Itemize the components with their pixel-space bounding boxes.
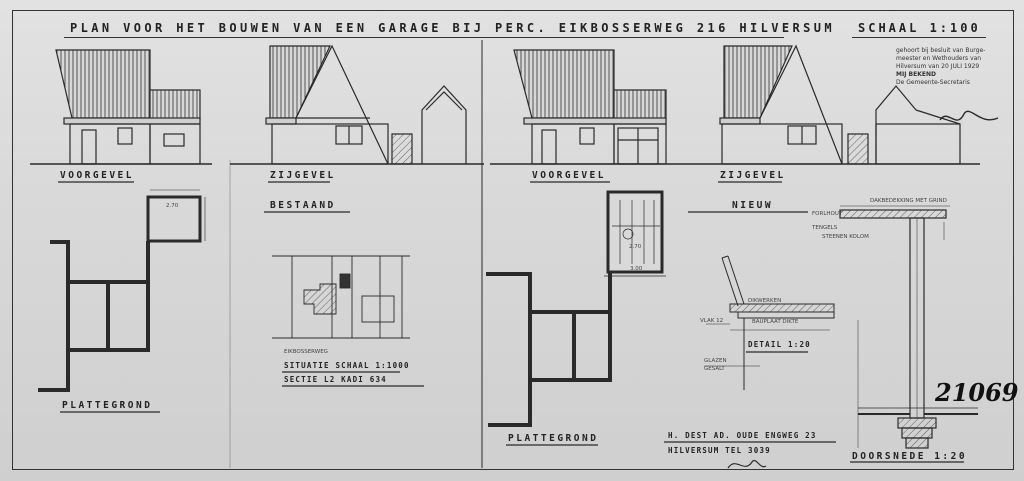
front-elevation-1: [30, 49, 212, 165]
stamp-line: gehoort bij besluit van Burge-: [896, 47, 986, 54]
label-front-elevation-1: VOORGEVEL: [60, 170, 134, 181]
situation-plan: [272, 255, 410, 339]
label-section: DOORSNEDE 1:20: [852, 451, 968, 462]
side-elevation-1: [230, 44, 484, 165]
label-floor-plan-2: PLATTEGROND: [508, 433, 599, 444]
section-note: STEENEN KOLOM: [822, 234, 869, 240]
stamp-line: meester en Wethouders van: [896, 55, 982, 62]
label-existing: BESTAAND: [270, 200, 336, 211]
label-side-elevation-1: ZIJGEVEL: [270, 170, 336, 181]
section-note: DAKBEDEKKING MET GRIND: [870, 198, 947, 204]
detail-note: DIKWERKEN: [748, 298, 782, 304]
scale-underline: [852, 37, 986, 38]
section-note: FORLHOUT: [812, 211, 843, 217]
section-drawing: [839, 205, 978, 449]
detail-note: GLAZEN: [704, 358, 727, 364]
drawing-scale: SCHAAL 1:100: [858, 21, 981, 35]
author-line-2: HILVERSUM TEL 3039: [668, 446, 771, 455]
author-line-1: H. DEST AD. OUDE ENGWEG 23: [668, 431, 817, 440]
side-elevation-2: [700, 44, 980, 165]
drawing-title: PLAN VOOR HET BOUWEN VAN EEN GARAGE BIJ …: [70, 21, 835, 35]
floor-plan-1: [38, 195, 202, 392]
detail-note: GESALT: [704, 366, 725, 372]
detail-note: BAUPLAAT DIKTE: [752, 319, 799, 325]
front-elevation-2: [490, 49, 700, 165]
stamp-line: MIJ BEKEND: [896, 71, 936, 78]
detail-drawing: [704, 255, 835, 390]
label-street: EIKBOSSERWEG: [284, 349, 328, 355]
title-underline: [64, 37, 784, 39]
floor-plan-2: [486, 190, 664, 427]
label-side-elevation-2: ZIJGEVEL: [720, 170, 786, 181]
label-cadastre: SECTIE L2 KADI 634: [284, 375, 387, 384]
label-front-elevation-2: VOORGEVEL: [532, 170, 606, 181]
label-new: NIEUW: [732, 200, 774, 211]
label-floor-plan-1: PLATTEGROND: [62, 400, 153, 411]
dim-garage-depth: 3.00: [630, 266, 643, 272]
dim-garage-width: 2.70: [629, 244, 642, 250]
stamp-line: Hilversum van 20 JULI 1929: [896, 63, 980, 70]
approval-stamp: gehoort bij besluit van Burge- meester e…: [896, 47, 985, 87]
garage-plan-detail: [604, 200, 666, 277]
label-detail: DETAIL 1:20: [748, 340, 811, 349]
section-note: TENGELS: [812, 225, 838, 231]
dim-annex-width: 2.70: [166, 203, 179, 209]
drawing-number: 21069: [935, 378, 1019, 407]
stamp-line: De Gemeente-Secretaris: [896, 79, 970, 86]
drawing-frame: [12, 10, 1014, 470]
floor-plan-1-dims: [150, 189, 206, 241]
label-situation: SITUATIE SCHAAL 1:1000: [284, 361, 410, 370]
detail-note: VLAK 12: [700, 318, 724, 324]
